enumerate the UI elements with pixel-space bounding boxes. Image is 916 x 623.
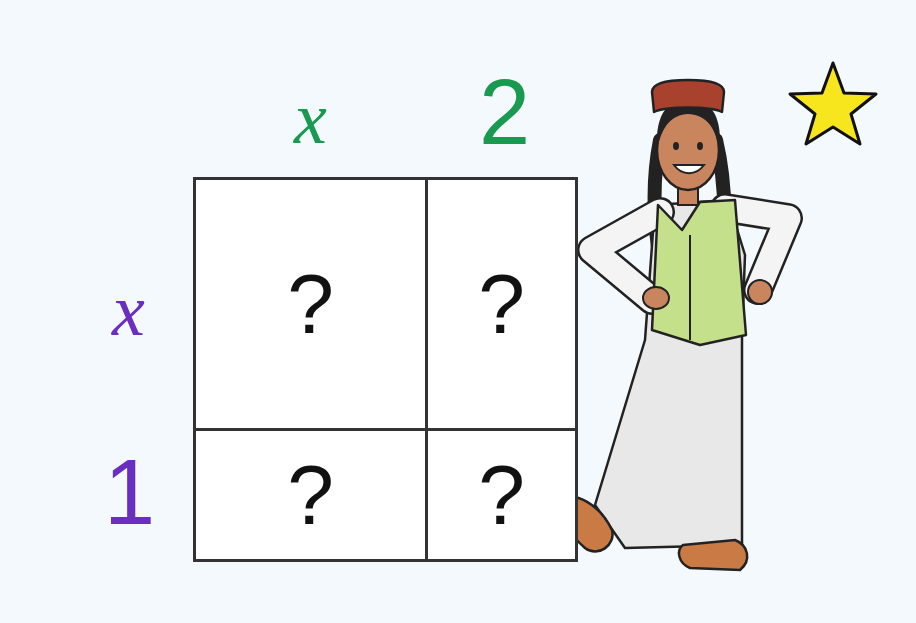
row-label: x [112,273,145,347]
girl-figure [559,80,788,570]
star [790,63,876,144]
unknown-mark: ? [478,262,525,346]
row-label: 1 [104,446,155,538]
unknown-mark: ? [478,453,525,537]
unknown-mark: ? [287,262,334,346]
area-cell: ? [193,428,428,562]
column-label: x [294,81,327,155]
column-label: 2 [479,66,530,158]
area-cell: ? [425,177,578,431]
unknown-mark: ? [287,453,334,537]
area-cell: ? [425,428,578,562]
area-cell: ? [193,177,428,431]
